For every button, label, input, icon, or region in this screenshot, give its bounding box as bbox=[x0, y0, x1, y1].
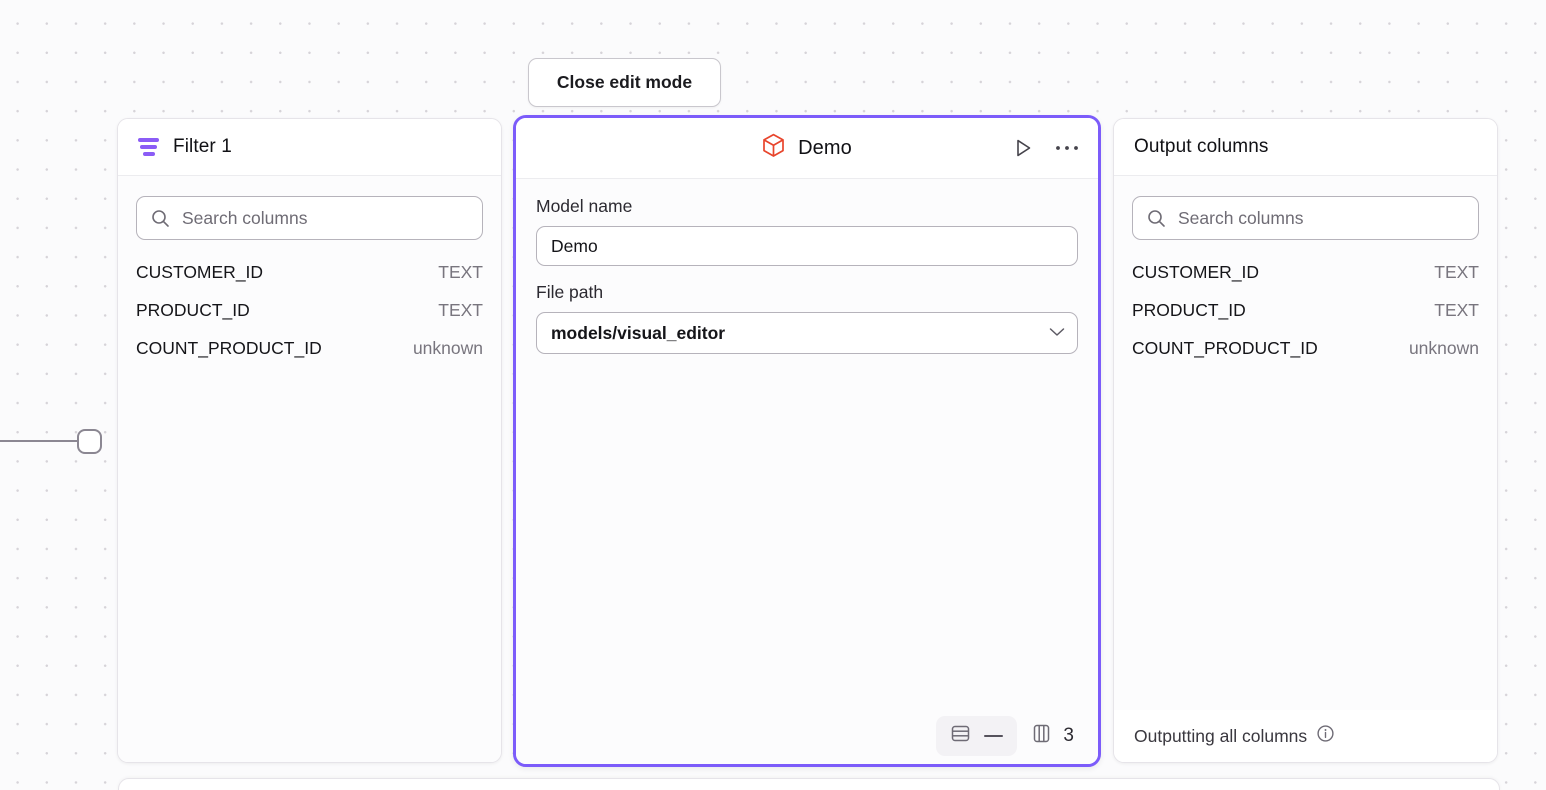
filter-panel-body: CUSTOMER_ID TEXT PRODUCT_ID TEXT COUNT_P… bbox=[118, 176, 501, 762]
file-path-label: File path bbox=[536, 282, 604, 302]
column-type: unknown bbox=[412, 338, 483, 358]
demo-panel-body: Model name File path models/visual_edito… bbox=[516, 179, 1098, 764]
output-search-box[interactable] bbox=[1132, 196, 1479, 240]
column-type: TEXT bbox=[438, 300, 483, 320]
output-search-input[interactable] bbox=[1178, 207, 1437, 229]
filter-node-panel[interactable]: Filter 1 CUSTOMER_ID TEXT PRODUCT_ID bbox=[117, 118, 502, 763]
output-panel-header: Output columns bbox=[1114, 119, 1497, 176]
row-count-control[interactable] bbox=[936, 716, 1018, 756]
model-name-input[interactable] bbox=[536, 226, 1078, 266]
list-item[interactable]: COUNT_PRODUCT_ID unknown bbox=[1132, 338, 1479, 376]
demo-panel-header: Demo bbox=[516, 118, 1098, 179]
list-item[interactable]: COUNT_PRODUCT_ID unknown bbox=[136, 338, 483, 376]
column-type: TEXT bbox=[438, 262, 483, 282]
ellipsis-icon[interactable] bbox=[1052, 133, 1082, 163]
filter-icon bbox=[138, 138, 159, 156]
column-name: CUSTOMER_ID bbox=[1132, 262, 1260, 282]
filter-search-box[interactable] bbox=[136, 196, 483, 240]
info-icon[interactable] bbox=[1316, 724, 1335, 748]
list-item[interactable]: CUSTOMER_ID TEXT bbox=[136, 262, 483, 300]
filter-panel-title: Filter 1 bbox=[173, 136, 232, 157]
columns-icon bbox=[1031, 723, 1052, 749]
column-name: CUSTOMER_ID bbox=[136, 262, 264, 282]
column-name: COUNT_PRODUCT_ID bbox=[1132, 338, 1318, 358]
column-count-value: 3 bbox=[1063, 725, 1074, 746]
list-item[interactable]: PRODUCT_ID TEXT bbox=[1132, 300, 1479, 338]
column-type: TEXT bbox=[1434, 300, 1479, 320]
demo-panel-footer: 3 bbox=[536, 708, 1078, 764]
column-count-control[interactable]: 3 bbox=[1031, 723, 1074, 749]
bottom-partial-panel[interactable] bbox=[118, 778, 1500, 790]
connector-input-handle[interactable] bbox=[77, 429, 102, 454]
connector-edge bbox=[0, 440, 78, 442]
cube-icon bbox=[762, 133, 785, 163]
output-panel-title: Output columns bbox=[1134, 136, 1269, 157]
filter-search-input[interactable] bbox=[182, 207, 441, 229]
demo-panel-title: Demo bbox=[798, 136, 852, 159]
output-footer-text: Outputting all columns bbox=[1134, 725, 1308, 746]
list-item[interactable]: CUSTOMER_ID TEXT bbox=[1132, 262, 1479, 300]
search-icon bbox=[1147, 209, 1166, 228]
file-path-select[interactable]: models/visual_editor bbox=[536, 312, 1078, 354]
output-column-list: CUSTOMER_ID TEXT PRODUCT_ID TEXT COUNT_P… bbox=[1132, 262, 1479, 376]
list-item[interactable]: PRODUCT_ID TEXT bbox=[136, 300, 483, 338]
output-panel-footer: Outputting all columns bbox=[1114, 710, 1497, 762]
demo-model-node-panel[interactable]: Demo Model name bbox=[513, 115, 1101, 767]
play-icon[interactable] bbox=[1008, 133, 1038, 163]
column-type: unknown bbox=[1408, 338, 1479, 358]
row-count-value bbox=[984, 734, 1004, 738]
column-type: TEXT bbox=[1434, 262, 1479, 282]
rows-icon bbox=[950, 723, 971, 749]
output-panel-body: CUSTOMER_ID TEXT PRODUCT_ID TEXT COUNT_P… bbox=[1114, 176, 1497, 710]
close-edit-mode-button[interactable]: Close edit mode bbox=[528, 58, 721, 107]
model-name-label: Model name bbox=[536, 196, 633, 216]
output-columns-panel[interactable]: Output columns CUSTOMER_ID TEXT PRODU bbox=[1113, 118, 1498, 763]
filter-panel-header: Filter 1 bbox=[118, 119, 501, 176]
column-name: PRODUCT_ID bbox=[136, 300, 250, 320]
column-name: COUNT_PRODUCT_ID bbox=[136, 338, 322, 358]
filter-column-list: CUSTOMER_ID TEXT PRODUCT_ID TEXT COUNT_P… bbox=[136, 262, 483, 376]
column-name: PRODUCT_ID bbox=[1132, 300, 1246, 320]
search-icon bbox=[151, 209, 170, 228]
